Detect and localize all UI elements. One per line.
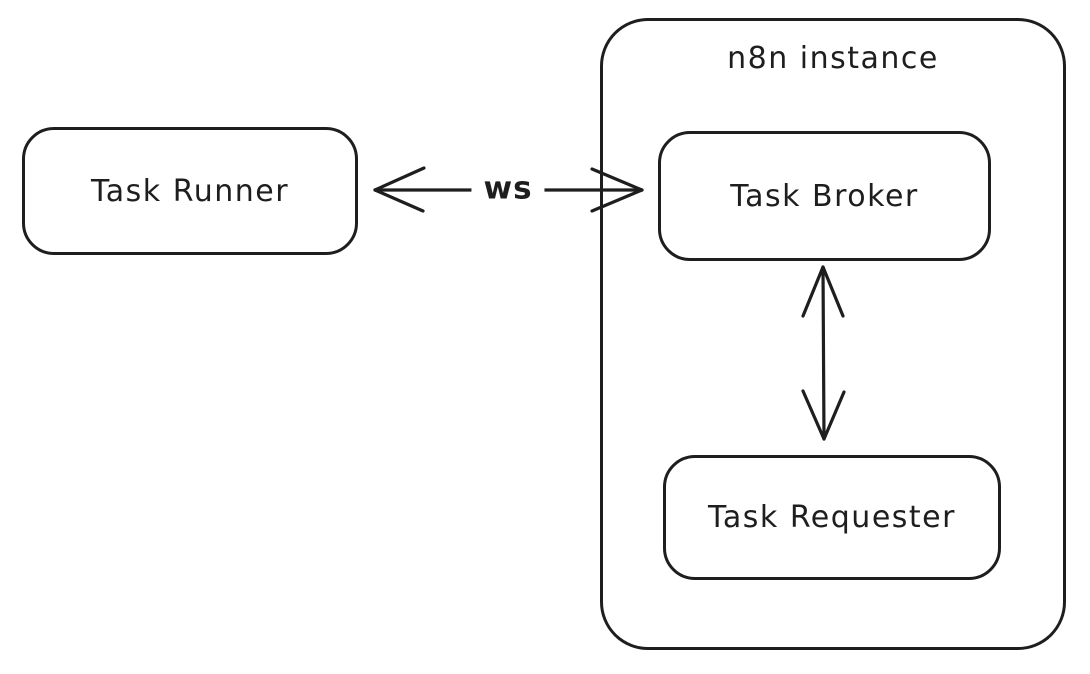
arrowhead-left-icon [373, 166, 426, 213]
node-task-runner-label: Task Runner [90, 173, 290, 209]
node-task-broker-label: Task Broker [730, 178, 919, 214]
group-n8n-instance: n8n instance Task Broker Task Requester [600, 18, 1066, 650]
node-task-runner: Task Runner [22, 127, 358, 255]
node-task-broker: Task Broker [658, 131, 991, 261]
edge-ws-label: ws [471, 168, 545, 209]
node-task-requester: Task Requester [663, 455, 1001, 580]
node-task-requester-label: Task Requester [708, 500, 956, 535]
group-n8n-instance-label: n8n instance [727, 41, 939, 76]
